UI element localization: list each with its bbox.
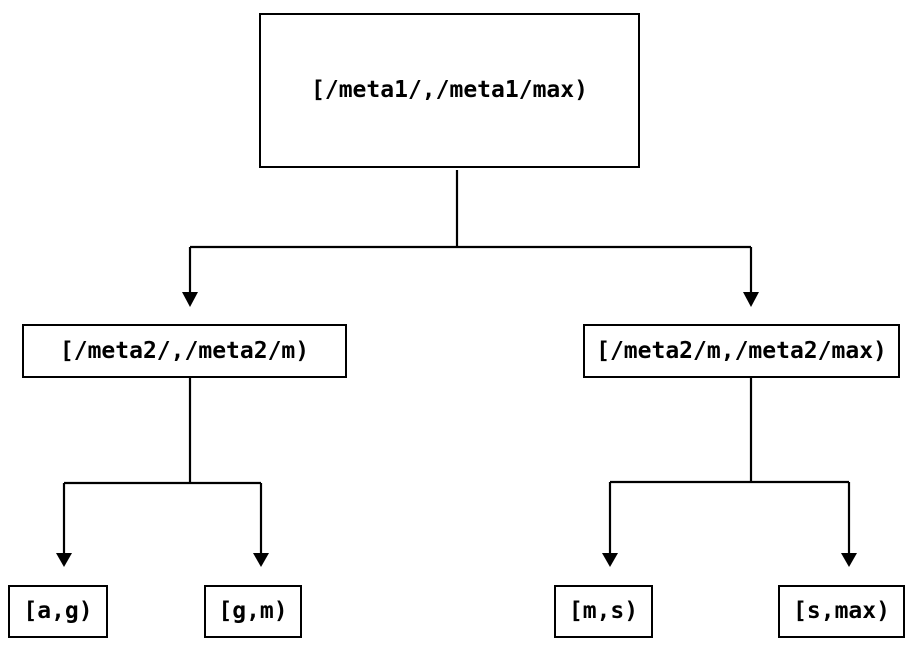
node-meta2-left-range: [/meta2/,/meta2/m) bbox=[22, 324, 347, 378]
arrowhead-down-icon bbox=[253, 553, 269, 567]
connector-root-stem bbox=[188, 170, 753, 292]
node-leaf-s-max: [s,max) bbox=[778, 585, 905, 638]
arrowhead-down-icon bbox=[182, 292, 198, 307]
node-root-range: [/meta1/,/meta1/max) bbox=[259, 13, 640, 168]
connector-midright-stem bbox=[608, 378, 851, 553]
node-meta2-right-range: [/meta2/m,/meta2/max) bbox=[583, 324, 900, 378]
connector-midleft-stem bbox=[62, 378, 263, 553]
arrowhead-down-icon bbox=[56, 553, 72, 567]
arrowhead-down-icon bbox=[841, 553, 857, 567]
node-leaf-g-m: [g,m) bbox=[204, 585, 302, 638]
arrowhead-down-icon bbox=[743, 292, 759, 307]
node-leaf-m-s: [m,s) bbox=[554, 585, 653, 638]
node-leaf-a-g: [a,g) bbox=[8, 585, 108, 638]
arrowhead-down-icon bbox=[602, 553, 618, 567]
